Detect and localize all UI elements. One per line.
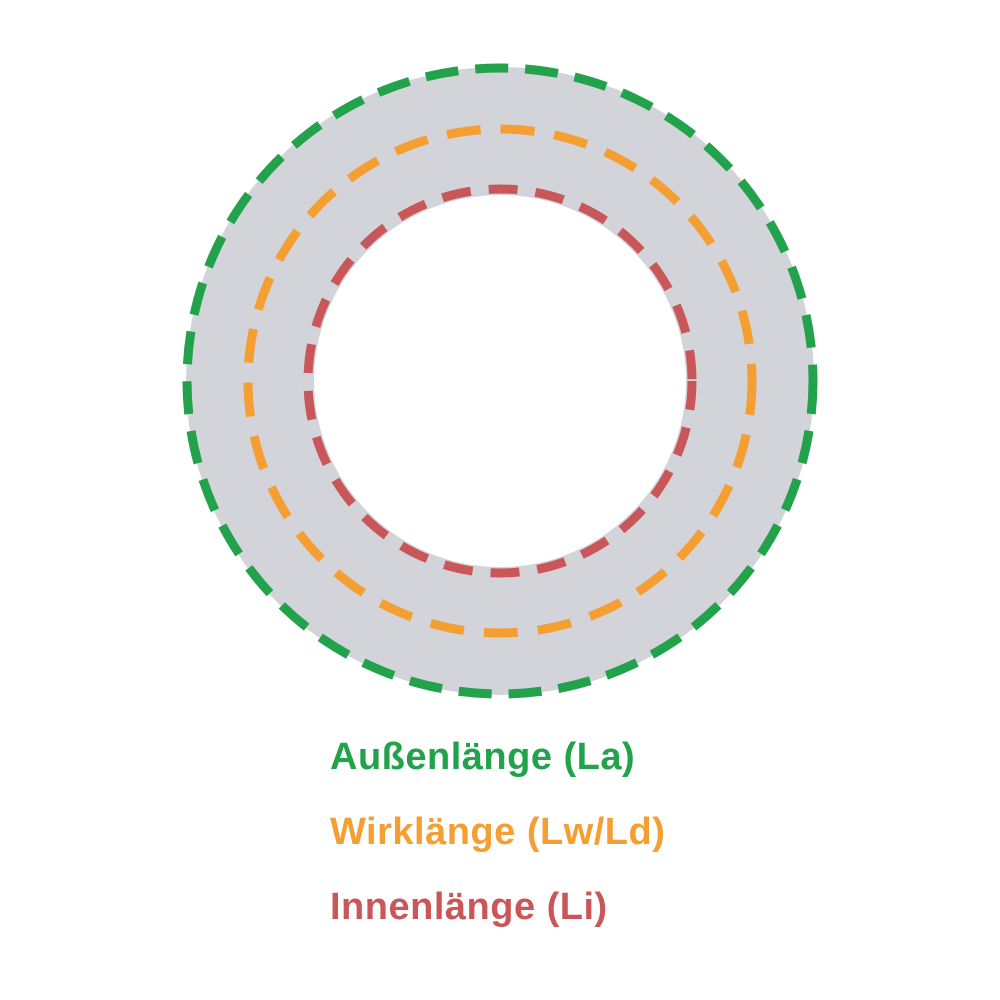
effective-length-circle <box>243 124 757 638</box>
legend-effective-length: Wirklänge (Lw/Ld) <box>330 811 666 853</box>
belt-body <box>186 67 814 695</box>
legend-inner-length: Innenlänge (Li) <box>330 886 608 928</box>
outer-length-circle <box>182 63 818 699</box>
legend: Außenlänge (La) Wirklänge (Lw/Ld) Innenl… <box>330 738 665 926</box>
inner-length-circle <box>303 184 697 578</box>
legend-outer-length: Außenlänge (La) <box>330 736 636 778</box>
